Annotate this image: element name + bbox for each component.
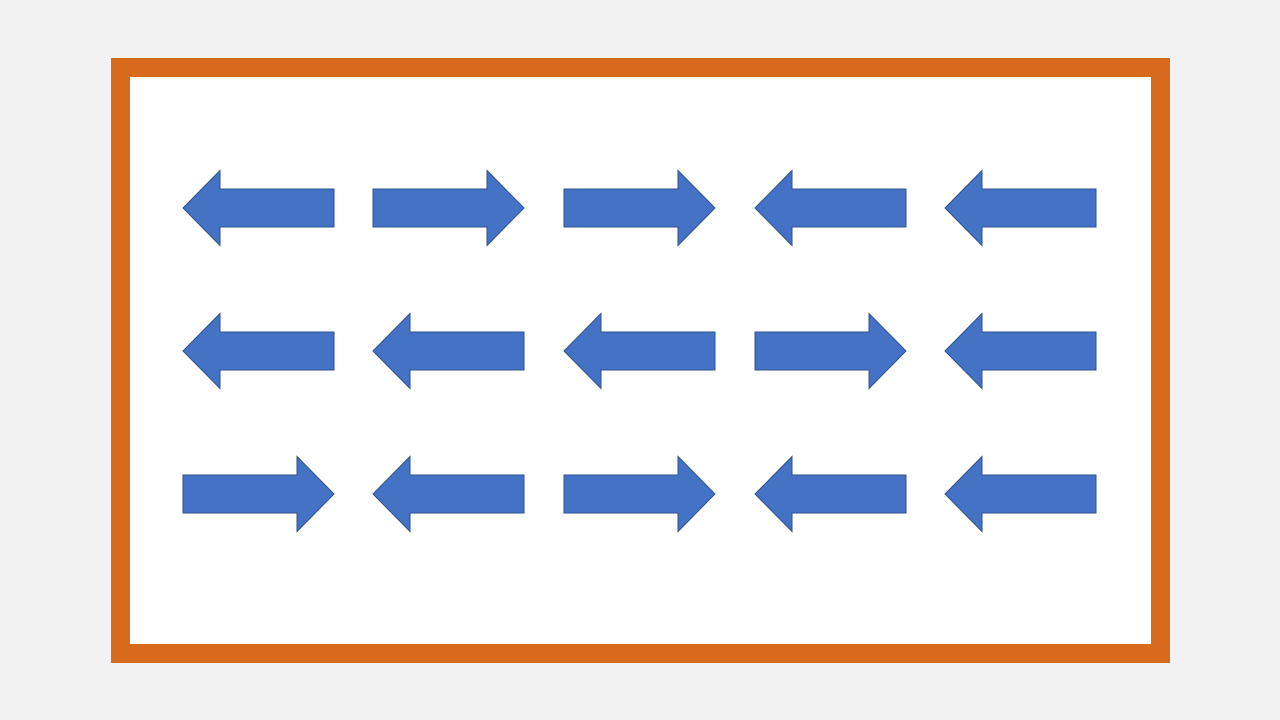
arrow-right-icon: [182, 455, 335, 533]
arrow-left-icon: [754, 169, 907, 247]
arrow-left-icon: [182, 169, 335, 247]
arrow-left-icon: [944, 455, 1097, 533]
arrow-right-icon: [372, 169, 525, 247]
arrow-right-icon: [563, 455, 716, 533]
arrow-left-icon: [372, 312, 525, 390]
arrow-left-icon: [944, 169, 1097, 247]
arrow-left-icon: [754, 455, 907, 533]
arrow-left-icon: [944, 312, 1097, 390]
arrow-left-icon: [182, 312, 335, 390]
arrow-right-icon: [563, 169, 716, 247]
arrow-left-icon: [372, 455, 525, 533]
arrow-left-icon: [563, 312, 716, 390]
arrow-right-icon: [754, 312, 907, 390]
